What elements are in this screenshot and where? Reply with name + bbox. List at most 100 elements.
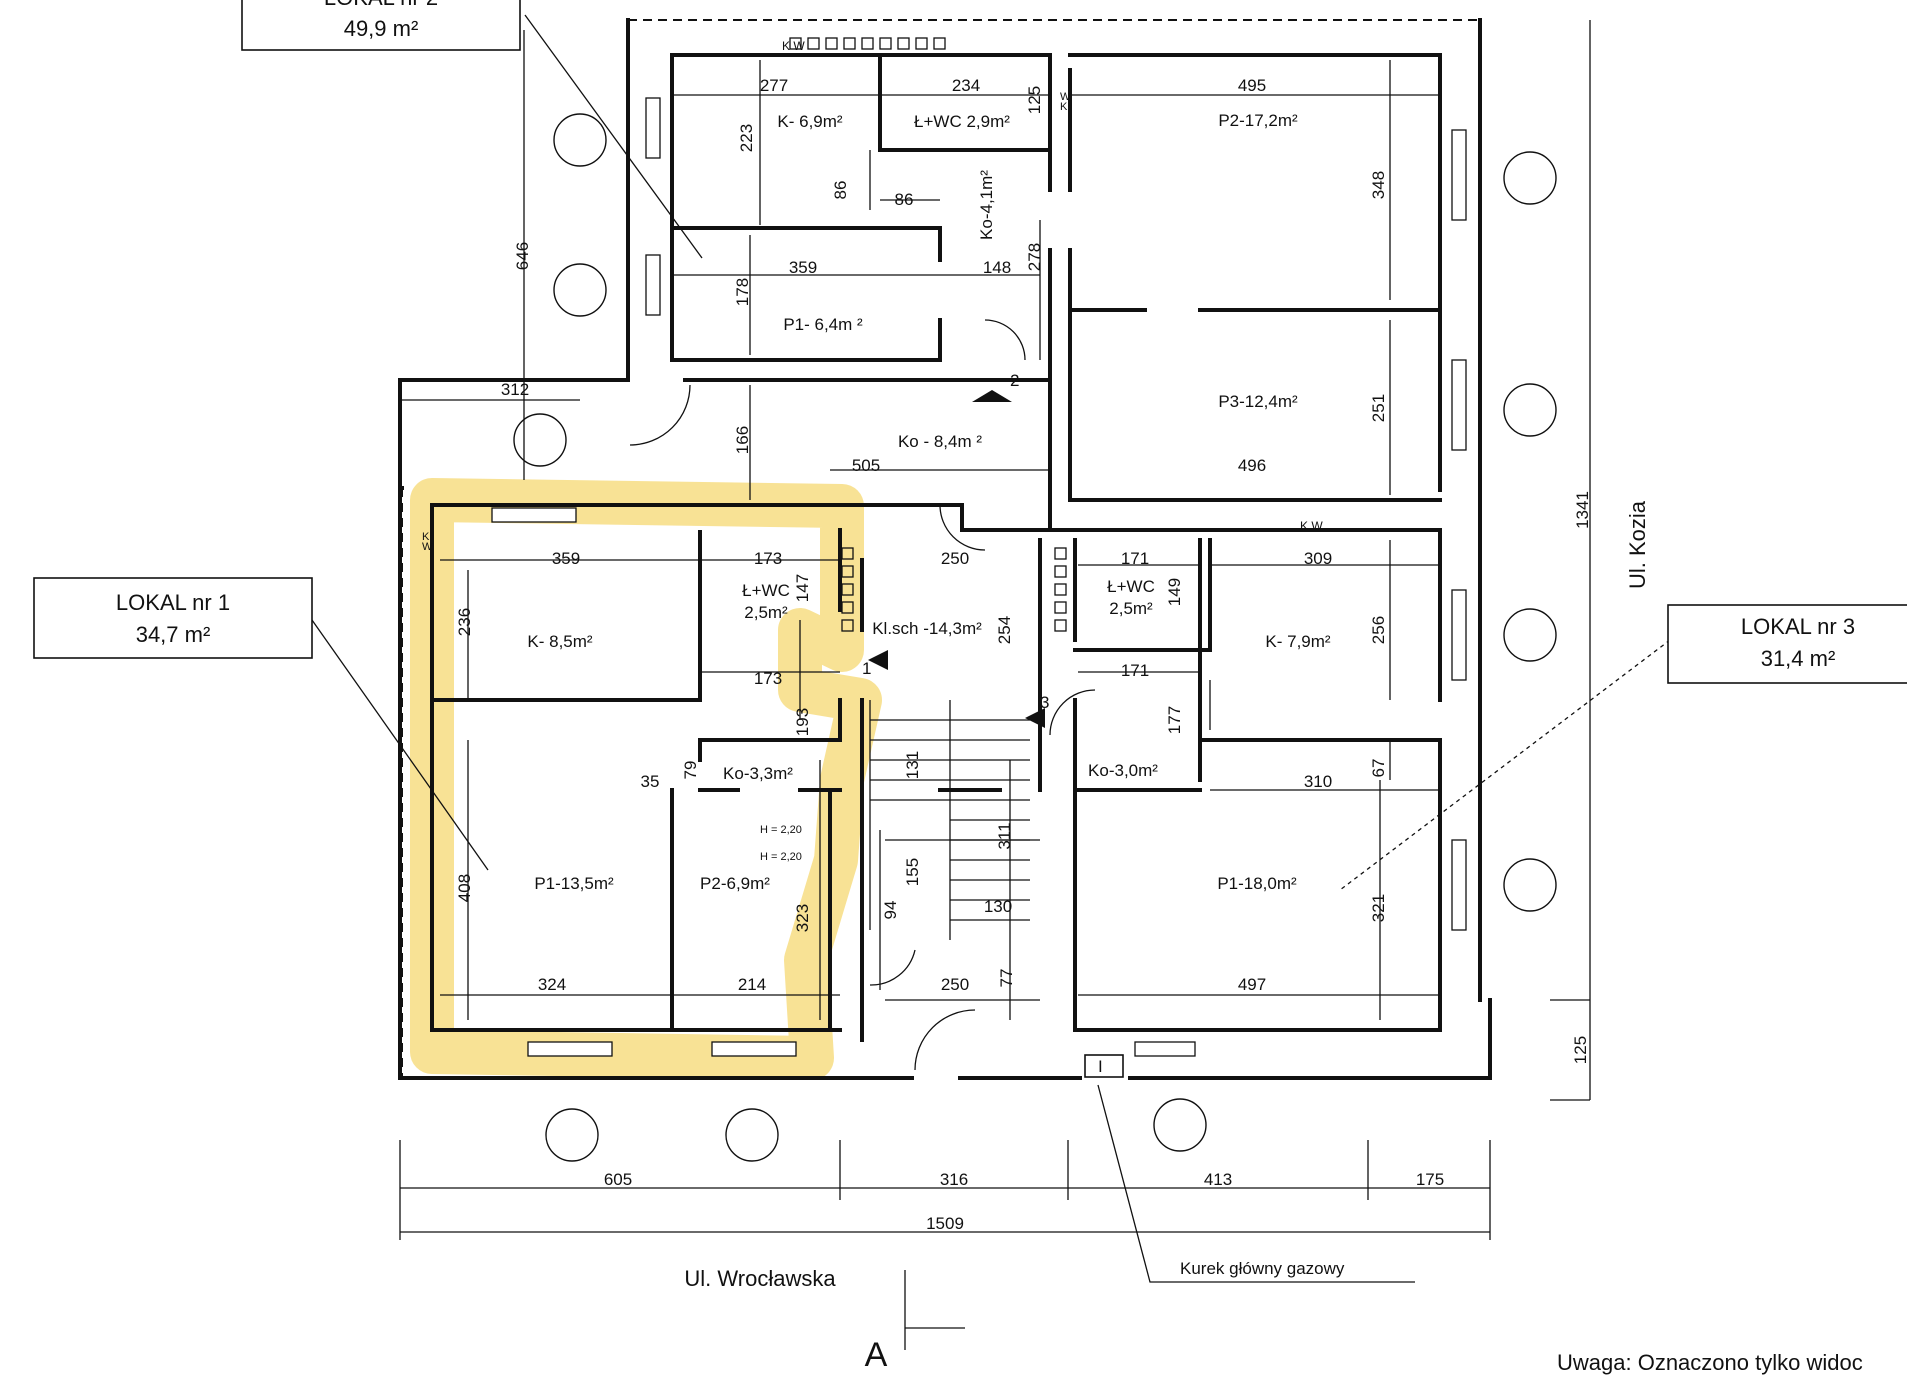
lokal2-label-box — [241, 0, 521, 51]
room-l2-corridor: Ko-4,1m² — [977, 170, 996, 240]
svg-text:173: 173 — [754, 669, 782, 688]
svg-text:86: 86 — [895, 190, 914, 209]
room-l1-kitchen: K- 8,5m² — [527, 632, 593, 651]
svg-text:130: 130 — [984, 897, 1012, 916]
street-kozia: Ul. Kozia — [1625, 500, 1650, 589]
svg-text:312: 312 — [501, 380, 529, 399]
svg-text:251: 251 — [1369, 394, 1388, 422]
height-note-2: H = 2,20 — [760, 851, 802, 863]
room-l2-p2: P2-17,2m² — [1218, 111, 1298, 130]
svg-text:171: 171 — [1121, 661, 1149, 680]
svg-text:166: 166 — [733, 426, 752, 454]
svg-text:316: 316 — [940, 1170, 968, 1189]
lokal1-title: LOKAL nr 1 — [116, 590, 230, 615]
vent-markers: K W W K K W K W — [422, 39, 1323, 553]
svg-text:277: 277 — [760, 76, 788, 95]
svg-text:125: 125 — [1571, 1036, 1590, 1064]
svg-text:149: 149 — [1165, 578, 1184, 606]
lokal2-area: 49,9 m² — [344, 16, 419, 41]
room-l2-p3: P3-12,4m² — [1218, 392, 1298, 411]
section-marker: A — [865, 1336, 888, 1374]
room-l1-corridor: Ko-3,3m² — [723, 764, 793, 783]
svg-text:495: 495 — [1238, 76, 1266, 95]
svg-text:234: 234 — [952, 76, 980, 95]
svg-text:311: 311 — [995, 822, 1014, 849]
svg-text:K W: K W — [782, 39, 805, 53]
svg-text:K: K — [422, 531, 430, 543]
svg-text:310: 310 — [1304, 772, 1332, 791]
svg-text:413: 413 — [1204, 1170, 1232, 1189]
room-l2-kitchen: K- 6,9m² — [777, 112, 843, 131]
svg-text:497: 497 — [1238, 975, 1266, 994]
gas-valve-symbol: I — [1098, 1057, 1103, 1076]
dimension-numbers: 277 234 125 495 223 86 86 348 646 359 14… — [455, 76, 1592, 1233]
svg-text:1509: 1509 — [926, 1214, 964, 1233]
north-boundary — [628, 19, 1481, 140]
room-staircase: Kl.sch -14,3m² — [872, 619, 982, 638]
lokal3-label-box — [1667, 604, 1907, 684]
svg-text:86: 86 — [831, 181, 850, 200]
svg-text:175: 175 — [1416, 1170, 1444, 1189]
svg-text:250: 250 — [941, 549, 969, 568]
svg-text:77: 77 — [997, 969, 1016, 988]
lokal1-area: 34,7 m² — [136, 622, 211, 647]
stair-arrows — [868, 390, 1045, 728]
svg-text:256: 256 — [1369, 616, 1388, 644]
svg-text:309: 309 — [1304, 549, 1332, 568]
svg-text:223: 223 — [737, 124, 756, 152]
room-l3-bath-a: Ł+WC — [1107, 577, 1155, 596]
stair-number-1: 1 — [862, 659, 871, 678]
windows — [491, 97, 1467, 1057]
room-l2-bath: Ł+WC 2,9m² — [914, 112, 1010, 131]
door-swings — [629, 319, 1096, 1071]
svg-text:408: 408 — [455, 874, 474, 902]
svg-text:177: 177 — [1165, 706, 1184, 734]
svg-text:214: 214 — [738, 975, 766, 994]
room-l1-p1: P1-13,5m² — [534, 874, 614, 893]
svg-text:178: 178 — [733, 278, 752, 306]
gas-valve-box — [1084, 1054, 1124, 1078]
svg-text:67: 67 — [1369, 759, 1388, 778]
lokal3-title: LOKAL nr 3 — [1741, 614, 1855, 639]
svg-text:125: 125 — [1025, 86, 1044, 114]
room-hall-corridor: Ko - 8,4m ² — [898, 432, 982, 451]
vent-ducts — [789, 37, 1067, 632]
svg-text:605: 605 — [604, 1170, 632, 1189]
svg-text:348: 348 — [1369, 171, 1388, 199]
svg-text:K: K — [1060, 101, 1068, 113]
lokal1-label-box — [33, 577, 313, 659]
svg-text:324: 324 — [538, 975, 566, 994]
svg-text:250: 250 — [941, 975, 969, 994]
lokal2-title: LOKAL nr 2 — [324, 0, 438, 10]
svg-text:236: 236 — [455, 608, 474, 636]
room-labels: K- 6,9m² Ł+WC 2,9m² Ko-4,1m² P1- 6,4m ² … — [527, 111, 1331, 893]
height-note-1: H = 2,20 — [760, 824, 802, 836]
svg-text:K W: K W — [1300, 519, 1323, 533]
svg-text:171: 171 — [1121, 549, 1149, 568]
svg-text:W: W — [1060, 91, 1071, 103]
street-wroclawska: Ul. Wrocławska — [684, 1266, 836, 1291]
room-l3-corridor: Ko-3,0m² — [1088, 761, 1158, 780]
room-l3-bath-b: 2,5m² — [1109, 599, 1153, 618]
svg-text:W: W — [422, 541, 433, 553]
gas-valve-label: Kurek główny gazowy — [1180, 1259, 1345, 1278]
lokal3-area: 31,4 m² — [1761, 646, 1836, 671]
svg-text:278: 278 — [1025, 243, 1044, 271]
street-trees — [513, 113, 1557, 1162]
svg-text:94: 94 — [881, 901, 900, 920]
svg-text:79: 79 — [681, 761, 700, 780]
building-walls — [398, 18, 1492, 1080]
room-l3-p1: P1-18,0m² — [1217, 874, 1297, 893]
svg-text:323: 323 — [793, 904, 812, 932]
svg-text:1341: 1341 — [1573, 491, 1592, 529]
note-label: Uwaga: Oznaczono tylko widoc — [1557, 1350, 1863, 1375]
svg-text:359: 359 — [789, 258, 817, 277]
svg-text:35: 35 — [641, 772, 660, 791]
room-l2-p1: P1- 6,4m ² — [783, 315, 863, 334]
svg-text:321: 321 — [1369, 894, 1388, 922]
svg-text:505: 505 — [852, 456, 880, 475]
stair-number-3: 3 — [1040, 693, 1049, 712]
room-l1-p2: P2-6,9m² — [700, 874, 770, 893]
svg-text:147: 147 — [793, 574, 812, 602]
